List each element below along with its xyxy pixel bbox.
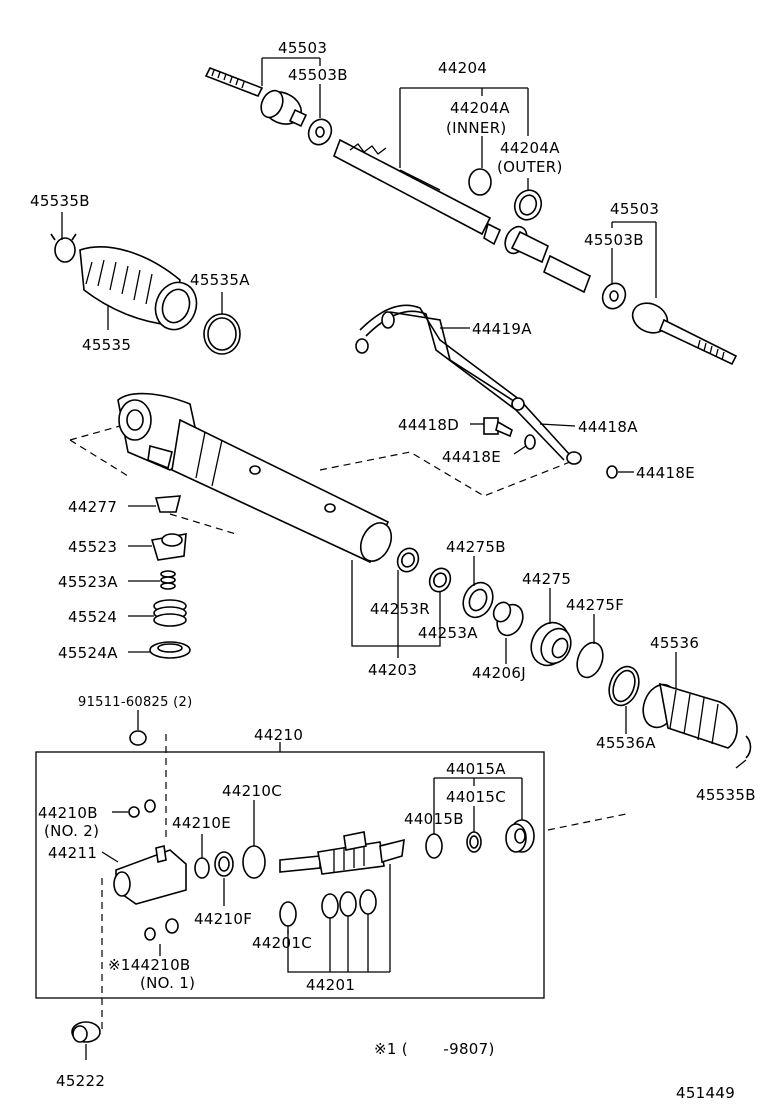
label-44418E-right: 44418E	[636, 464, 695, 482]
plug-45524	[153, 599, 187, 627]
label-44275: 44275	[522, 570, 571, 588]
bolt-44210B-no1	[144, 918, 179, 941]
label-44210C: 44210C	[222, 782, 282, 800]
label-44275F: 44275F	[566, 596, 624, 614]
label-45523A: 45523A	[58, 573, 118, 591]
ring-44253A	[428, 567, 452, 593]
label-45524A: 45524A	[58, 644, 118, 662]
boot-45535	[79, 246, 198, 331]
label-45503-right: 45503	[610, 200, 659, 218]
spring-45523A	[160, 570, 176, 590]
seal-45222	[71, 1021, 101, 1043]
yoke-44277	[154, 495, 182, 513]
footnote: ※1 ( -9807)	[374, 1040, 495, 1058]
bearing-44015A	[505, 819, 535, 853]
label-45503-top: 45503	[278, 39, 327, 57]
bolt-91511	[129, 730, 147, 746]
dashed-guides	[69, 425, 627, 1030]
label-44253A: 44253A	[418, 624, 478, 642]
valve-box	[35, 751, 545, 999]
nut-45503B-left	[307, 118, 333, 146]
yoke-45523	[150, 533, 187, 561]
label-45535B-left: 45535B	[30, 192, 90, 210]
boot-clamp-45536A	[608, 665, 640, 707]
label-44210B-no1-note: (NO. 1)	[140, 974, 195, 992]
label-44418D: 44418D	[398, 416, 459, 434]
boot-clamp-45535B-right	[745, 735, 752, 759]
washer-44418E-mid	[524, 434, 536, 450]
boot-clamp-45535A	[203, 313, 241, 355]
label-44015B: 44015B	[404, 810, 464, 828]
seal-44210F	[214, 851, 234, 877]
leader-lines	[61, 57, 747, 1060]
label-44419A: 44419A	[472, 320, 532, 338]
boot-45536	[642, 682, 738, 749]
oring-44015B	[425, 833, 443, 859]
label-44204: 44204	[438, 59, 487, 77]
part-labels: 45503 45503B 44204 44204A (INNER) 44204A…	[30, 39, 756, 1102]
label-44418E-mid: 44418E	[442, 448, 501, 466]
label-45524: 45524	[68, 608, 117, 626]
ring-44015C	[466, 831, 482, 853]
label-44204A-inner: 44204A	[450, 99, 510, 117]
label-45536: 45536	[650, 634, 699, 652]
label-44203: 44203	[368, 661, 417, 679]
rack-housing-44203	[117, 392, 393, 564]
tie-rod-end-left	[204, 66, 308, 128]
bushing-44275B	[462, 581, 494, 619]
ring-44204A-inner	[468, 168, 492, 196]
label-44210F: 44210F	[194, 910, 252, 928]
valve-housing-44211	[113, 845, 187, 905]
label-44204A-outer: 44204A	[500, 139, 560, 157]
bolt-44418D	[483, 417, 513, 438]
figure-id: 451449	[676, 1084, 735, 1102]
label-44210B-no1: ※144210B	[108, 956, 191, 974]
label-44210B-no2-note: (NO. 2)	[44, 822, 99, 840]
label-45523: 45523	[68, 538, 117, 556]
oring-44210C	[242, 845, 266, 879]
label-45535: 45535	[82, 336, 131, 354]
label-44211: 44211	[48, 844, 97, 862]
bushing-44206J	[492, 601, 524, 637]
nut-45503B-right	[601, 282, 627, 310]
tie-rod-end-right	[631, 302, 738, 366]
seal-rings-44201C	[279, 889, 377, 927]
oring-44275F	[576, 641, 604, 679]
label-44210E: 44210E	[172, 814, 231, 832]
ring-44204A-outer	[513, 189, 543, 221]
washer-44418E-right	[606, 465, 618, 479]
stopper-44275	[530, 621, 572, 667]
label-45503B-top: 45503B	[288, 66, 348, 84]
ring-44253R	[396, 547, 420, 573]
label-44253R: 44253R	[370, 600, 430, 618]
bolt-44210B-no2	[128, 799, 156, 818]
boot-clamp-45535B-left	[50, 233, 77, 263]
label-44015A: 44015A	[446, 760, 506, 778]
label-45536A: 45536A	[596, 734, 656, 752]
label-44201C: 44201C	[252, 934, 312, 952]
seal-44210E	[194, 857, 210, 879]
label-44204A-inner-note: (INNER)	[446, 119, 507, 137]
label-44201: 44201	[306, 976, 355, 994]
label-44277: 44277	[68, 498, 117, 516]
label-44210B-no2: 44210B	[38, 804, 98, 822]
label-44210: 44210	[254, 726, 303, 744]
label-45535B-right: 45535B	[696, 786, 756, 804]
label-44418A: 44418A	[578, 418, 638, 436]
locknut-45524A	[149, 641, 191, 659]
rack-44204	[333, 138, 592, 294]
tube-44419A-44418A	[355, 304, 582, 465]
label-44275B: 44275B	[446, 538, 506, 556]
label-91511: 91511-60825 (2)	[78, 695, 192, 710]
label-45535A: 45535A	[190, 271, 250, 289]
label-44204A-outer-note: (OUTER)	[497, 158, 563, 176]
label-44206J: 44206J	[472, 664, 526, 682]
control-valve-44201	[279, 831, 405, 875]
label-44015C: 44015C	[446, 788, 506, 806]
label-45222: 45222	[56, 1072, 105, 1090]
label-45503B-right: 45503B	[584, 231, 644, 249]
